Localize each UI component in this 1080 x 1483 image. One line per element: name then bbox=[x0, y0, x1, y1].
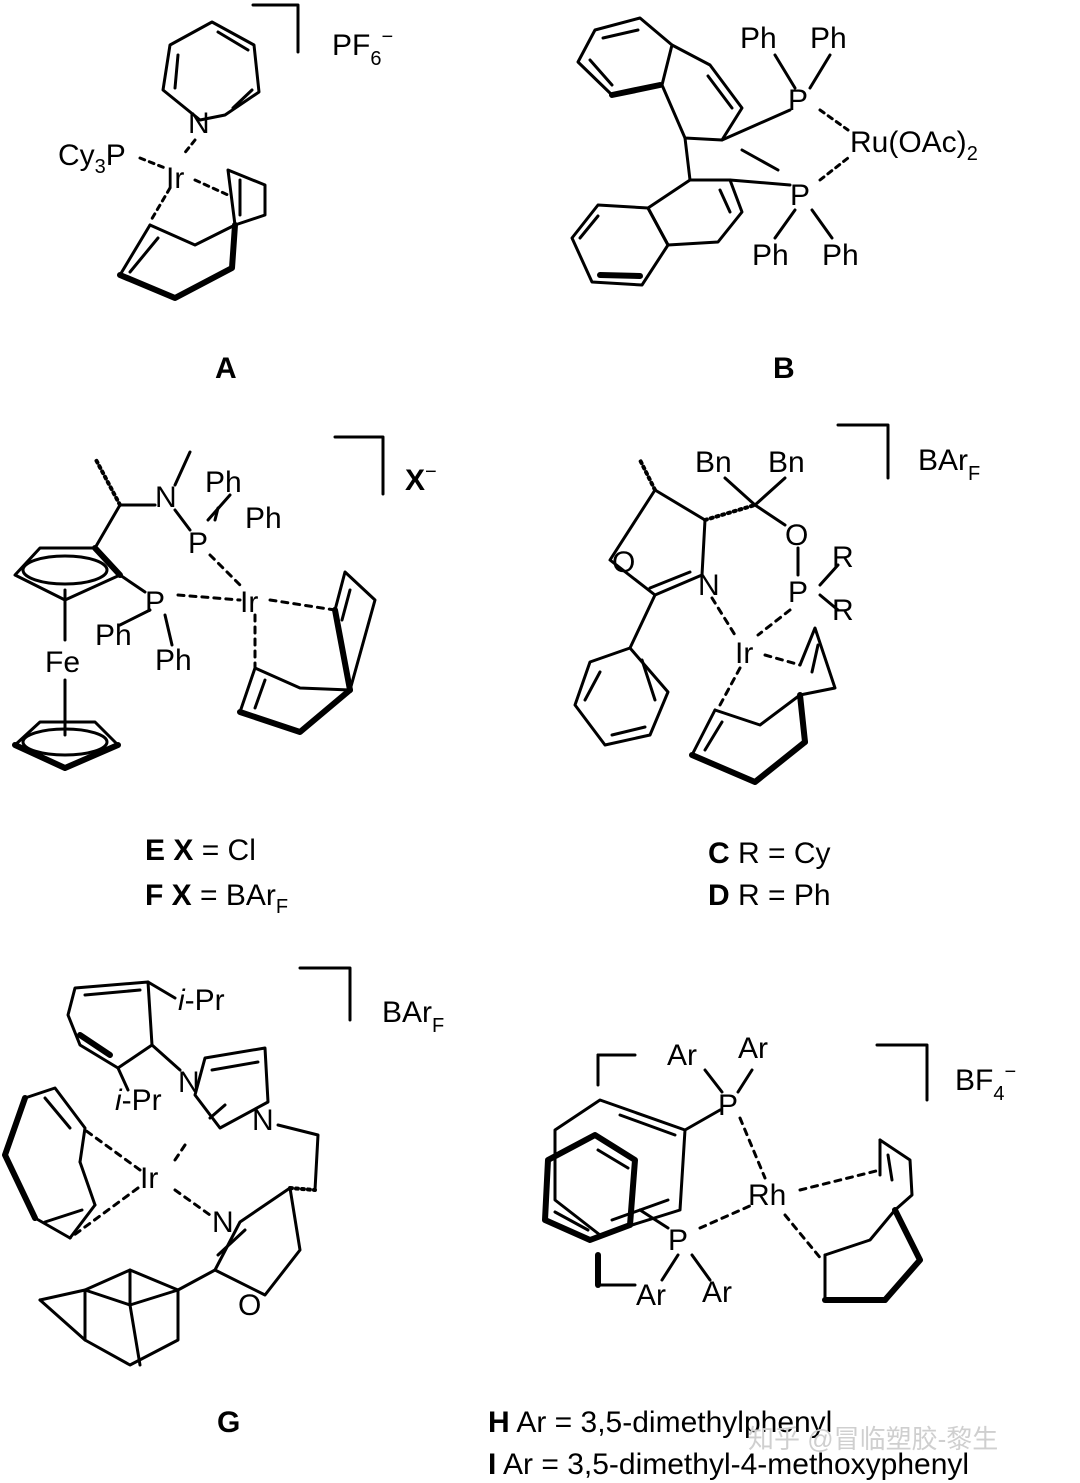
cd-bn-2: Bn bbox=[768, 446, 805, 479]
ef-ph-1: Ph bbox=[205, 466, 242, 499]
structure-a-skeleton bbox=[117, 3, 300, 301]
cd-p-atom: P bbox=[788, 576, 808, 609]
b-ph-2: Ph bbox=[810, 22, 847, 55]
cd-r-2: R bbox=[832, 594, 854, 627]
b-label: B bbox=[773, 352, 795, 385]
ef-ph-4: Ph bbox=[155, 644, 192, 677]
hi-caption-i: I Ar = 3,5-dimethyl-4-methoxyphenyl bbox=[488, 1448, 969, 1481]
a-metal: Ir bbox=[166, 162, 184, 195]
ef-p-upper: P bbox=[188, 527, 208, 560]
ef-counterion: X− bbox=[405, 461, 437, 497]
b-ph-1: Ph bbox=[740, 22, 777, 55]
ef-caption-f: F X = BArF bbox=[145, 879, 288, 918]
structure-b-skeleton bbox=[570, 16, 850, 287]
structure-cd-skeleton bbox=[573, 423, 890, 785]
b-metal: Ru(OAc)2 bbox=[850, 126, 978, 165]
b-ph-3: Ph bbox=[752, 239, 789, 272]
ef-fe: Fe bbox=[45, 646, 80, 679]
hi-caption-h: H Ar = 3,5-dimethylphenyl bbox=[488, 1406, 832, 1439]
hi-metal: Rh bbox=[748, 1179, 786, 1212]
hi-p-lower: P bbox=[668, 1224, 688, 1257]
g-n-atom-2: N bbox=[252, 1104, 274, 1137]
cd-o-ether: O bbox=[785, 519, 808, 552]
cd-r-1: R bbox=[832, 541, 854, 574]
g-o-atom: O bbox=[238, 1289, 261, 1322]
structure-ef-skeleton bbox=[12, 435, 385, 771]
cd-metal: Ir bbox=[735, 637, 753, 670]
ef-caption-e: E X = Cl bbox=[145, 834, 256, 867]
ef-ph-3: Ph bbox=[95, 619, 132, 652]
a-counterion: PF6− bbox=[332, 26, 393, 70]
ef-n-atom: N bbox=[155, 481, 177, 514]
hi-ar-3: Ar bbox=[636, 1279, 666, 1312]
structure-hi-skeleton bbox=[542, 1043, 929, 1303]
b-p-upper: P bbox=[788, 84, 808, 117]
g-ipr-1: i-Pr bbox=[178, 984, 225, 1017]
a-n-atom: N bbox=[188, 107, 210, 140]
g-n-atom-1: N bbox=[178, 1066, 200, 1099]
cd-caption-c: C R = Cy bbox=[708, 837, 831, 870]
cd-o-ring: O bbox=[612, 546, 635, 579]
b-ph-4: Ph bbox=[822, 239, 859, 272]
structure-g-skeleton bbox=[2, 966, 352, 1367]
ef-p-lower: P bbox=[145, 586, 165, 619]
hi-ar-1: Ar bbox=[667, 1039, 697, 1072]
cd-counterion: BArF bbox=[918, 444, 980, 485]
a-cy3p-ligand: Cy3P bbox=[58, 139, 126, 178]
cd-caption-d: D R = Ph bbox=[708, 879, 831, 912]
g-n-atom-3: N bbox=[212, 1206, 234, 1239]
g-ipr-2: i-Pr bbox=[115, 1084, 162, 1117]
g-label: G bbox=[217, 1406, 240, 1439]
b-p-lower: P bbox=[790, 179, 810, 212]
hi-p-upper: P bbox=[718, 1089, 738, 1122]
watermark: 知乎 @冒临塑胶-黎生 bbox=[748, 1424, 998, 1454]
g-counterion: BArF bbox=[382, 996, 444, 1037]
hi-ar-4: Ar bbox=[702, 1276, 732, 1309]
cd-bn-1: Bn bbox=[695, 446, 732, 479]
hi-ar-2: Ar bbox=[738, 1032, 768, 1065]
g-metal: Ir bbox=[140, 1162, 158, 1195]
ef-ph-2: Ph bbox=[245, 502, 282, 535]
ef-metal: Ir bbox=[240, 586, 258, 619]
a-label: A bbox=[215, 352, 237, 385]
cd-n-atom: N bbox=[698, 569, 720, 602]
hi-counterion: BF4− bbox=[955, 1061, 1016, 1105]
